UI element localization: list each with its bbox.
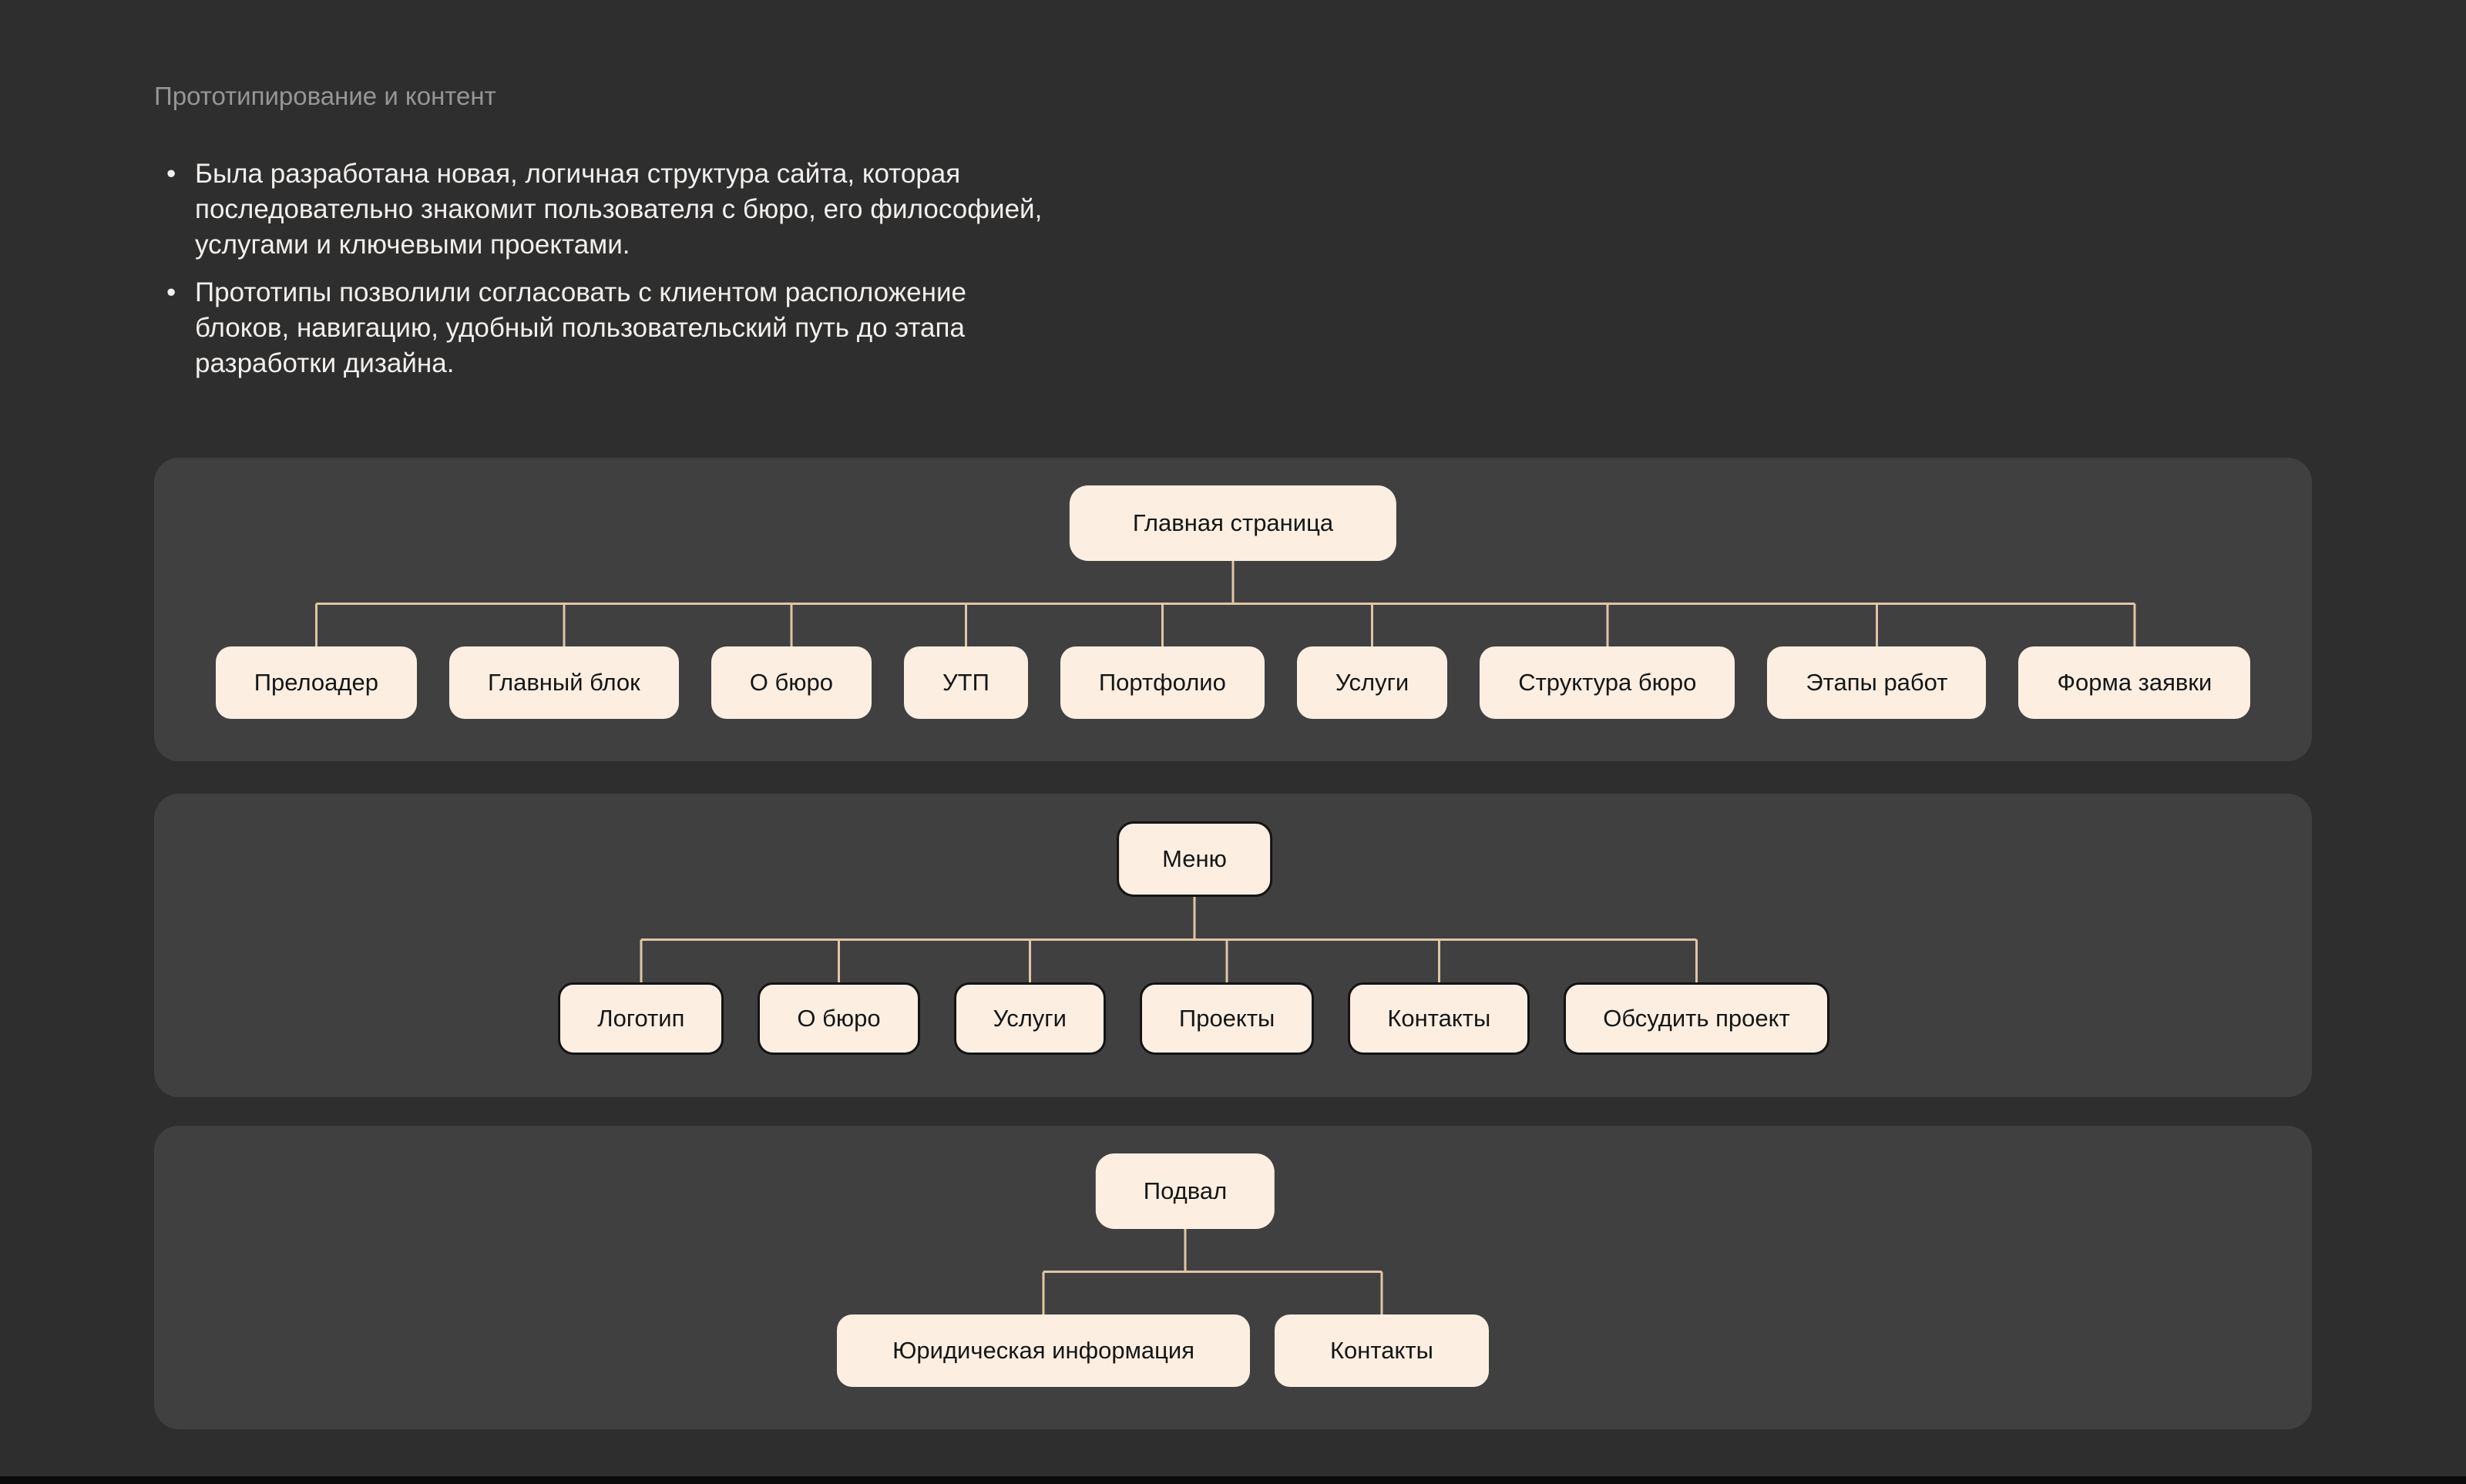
bullet-item: Прототипы позволили согласовать с клиент… (160, 275, 1162, 381)
tree-node: Главный блок (449, 646, 679, 719)
bullet-list: Была разработана новая, логичная структу… (160, 156, 1162, 394)
tree-children-row: Логотип О бюро Услуги Проекты Контакты Обсуди… (115, 982, 2273, 1055)
tree-children-row: Прелоадер Главный блок О бюро УТП Портфолио У… (154, 646, 2312, 719)
tree-node: Контакты (1274, 1314, 1489, 1387)
tree-node-label: О бюро (797, 1005, 881, 1032)
tree-node-label: Услуги (993, 1005, 1067, 1032)
tree-children-row: Юридическая информация Контакты (84, 1314, 2242, 1387)
tree-node: Форма заявки (2018, 646, 2251, 719)
tree-node: Юридическая информация (837, 1314, 1250, 1387)
tree-node-label: Услуги (1335, 669, 1409, 696)
tree-node: Услуги (953, 982, 1106, 1055)
tree-node: О бюро (711, 646, 872, 719)
tree-node: Этапы работ (1767, 646, 1987, 719)
tree-node-label: Прелоадер (254, 669, 378, 696)
tree-node-label: Юридическая информация (892, 1337, 1194, 1364)
tree-node-label: Контакты (1387, 1005, 1491, 1032)
tree-node-label: Логотип (597, 1005, 685, 1032)
tree-root-node: Меню (1117, 821, 1272, 897)
sitemap-panel-footer: Подвал Юридическая информация Контакты (154, 1126, 2312, 1429)
tree-node-label: Обсудить проект (1603, 1005, 1790, 1032)
tree-node-label: О бюро (749, 669, 833, 696)
tree-node-label: Форма заявки (2057, 669, 2212, 696)
tree-node: О бюро (758, 982, 920, 1055)
tree-node: Логотип (558, 982, 724, 1055)
tree-node: Контакты (1348, 982, 1530, 1055)
tree-node-label: Главная страница (1132, 509, 1334, 536)
tree-node: Структура бюро (1480, 646, 1735, 719)
tree-node: Проекты (1139, 982, 1315, 1055)
tree-node-label: Главный блок (487, 669, 640, 696)
tree-node: Портфолио (1060, 646, 1265, 719)
tree-root-node: Подвал (1095, 1153, 1275, 1229)
tree-node-label: УТП (942, 669, 989, 696)
tree-node: Обсудить проект (1564, 982, 1829, 1055)
screen-bottom-edge (0, 1476, 2466, 1484)
page-title: Прототипирование и контент (154, 82, 496, 110)
bullet-item: Была разработана новая, логичная структу… (160, 156, 1162, 263)
tree-node-label: Этапы работ (1806, 669, 1948, 696)
tree-node: Услуги (1296, 646, 1448, 719)
sitemap-panel-main-page: Главная страница Прелоадер Главный блок О … (154, 458, 2312, 761)
tree-node-label: Подвал (1143, 1177, 1228, 1204)
tree-node-label: Структура бюро (1518, 669, 1697, 696)
tree-node: Прелоадер (215, 646, 417, 719)
tree-node-label: Меню (1162, 845, 1227, 872)
sitemap-panel-menu: Меню Логотип О бюро Услуги Проекты Контакты О… (154, 794, 2312, 1097)
tree-node-label: Портфолио (1098, 669, 1226, 696)
tree-root-node: Главная страница (1069, 485, 1397, 561)
tree-node-label: Проекты (1178, 1005, 1275, 1032)
tree-node: УТП (903, 646, 1028, 719)
tree-node-label: Контакты (1329, 1337, 1433, 1364)
